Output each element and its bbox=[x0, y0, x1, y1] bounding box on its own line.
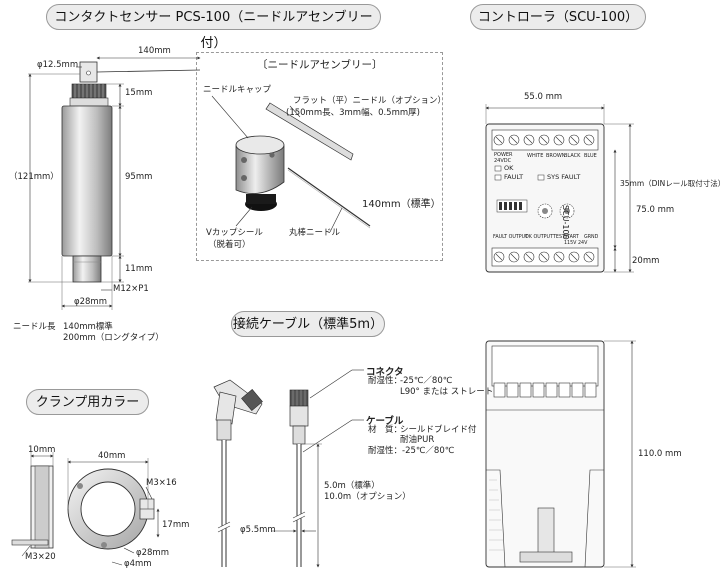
controller-height-110: 110.0 mm bbox=[638, 449, 682, 459]
clamp-section-title: クランプ用カラー bbox=[26, 389, 149, 415]
controller-side-drawing bbox=[485, 340, 636, 568]
clamp-dia-28: φ28mm bbox=[136, 548, 169, 558]
panel-fault: FAULT bbox=[504, 173, 524, 181]
panel-start-v: 115V 24V bbox=[564, 241, 588, 246]
connector-types: L90° または ストレート bbox=[400, 387, 494, 397]
cable-material-value2: 耐油PUR bbox=[400, 435, 435, 445]
panel-brown: BROWN bbox=[546, 153, 566, 159]
controller-section-title: コントローラ（SCU-100） bbox=[470, 4, 646, 30]
panel-black: BLACK bbox=[564, 153, 581, 159]
clamp-dim-40: 40mm bbox=[98, 451, 126, 461]
clamp-dim-10: 10mm bbox=[28, 445, 56, 455]
sensor-thread: M12×P1 bbox=[113, 284, 149, 294]
sensor-dia-top: φ12.5mm bbox=[37, 60, 79, 70]
v-cup-note: （脱着可） bbox=[208, 240, 251, 250]
connector-heat-value: -25℃／80℃ bbox=[400, 376, 453, 386]
needle-140-std: 140mm（標準） bbox=[362, 199, 441, 210]
sensor-drawing bbox=[28, 56, 201, 310]
clamp-drawing bbox=[11, 452, 160, 566]
panel-white: WHITE bbox=[527, 153, 544, 159]
sensor-dim-95: 95mm bbox=[125, 172, 153, 182]
technical-drawing bbox=[11, 56, 636, 568]
controller-din-dim: 35mm（DINレール取付寸法） bbox=[620, 179, 725, 188]
cable-length-opt: 10.0m（オプション） bbox=[324, 492, 411, 502]
sensor-section-title: コンタクトセンサー PCS-100（ニードルアセンブリー付） bbox=[46, 4, 381, 51]
cable-section-title: 接続ケーブル（標準5m） bbox=[231, 311, 385, 337]
needle-cap-label: ニードルキャップ bbox=[203, 85, 272, 95]
cable-title: ケーブル bbox=[366, 416, 404, 427]
flat-needle-label: フラット（平）ニードル（オプション） bbox=[293, 96, 447, 106]
needle-assembly-title: 〔ニードルアセンブリー〕 bbox=[257, 59, 383, 71]
controller-height-75: 75.0 mm bbox=[636, 205, 675, 215]
v-cup-label: Vカップシール bbox=[206, 228, 263, 238]
cable-diameter: φ5.5mm bbox=[240, 525, 276, 535]
cable-length-std: 5.0m（標準） bbox=[324, 481, 380, 491]
panel-fault-output: FAULT OUTPUT bbox=[493, 235, 529, 240]
clamp-screw-m3x16: M3×16 bbox=[146, 478, 177, 488]
connector-title: コネクタ bbox=[366, 367, 404, 378]
controller-front-drawing bbox=[485, 104, 634, 273]
panel-blue: BLUE bbox=[584, 153, 597, 159]
needle-len-label: ニードル長 bbox=[13, 322, 56, 332]
clamp-screw-m3x20: M3×20 bbox=[25, 552, 56, 562]
clamp-dim-17: 17mm bbox=[162, 520, 190, 530]
panel-ok-output: OK OUTPUT bbox=[525, 235, 553, 240]
cable-material-value: シールドブレイド付 bbox=[400, 425, 477, 435]
controller-dim-20: 20mm bbox=[632, 256, 660, 266]
needle-assembly-box bbox=[196, 52, 443, 261]
connector-heat-label: 耐湿性： bbox=[368, 376, 403, 386]
needle-len-long: 200mm（ロングタイプ） bbox=[63, 333, 164, 343]
cable-material-label: 材 質： bbox=[368, 425, 403, 435]
flat-needle-size: (150mm長、3mm幅、0.5mm厚) bbox=[286, 108, 420, 118]
panel-ok: OK bbox=[504, 164, 514, 172]
sensor-dim-15: 15mm bbox=[125, 88, 153, 98]
sensor-len-140: 140mm bbox=[138, 46, 171, 56]
panel-power-v: 24VDC bbox=[494, 158, 512, 164]
cable-drawing bbox=[213, 369, 364, 568]
needle-assembly-drawing bbox=[211, 95, 371, 233]
panel-power: POWER bbox=[494, 152, 513, 158]
needle-len-std: 140mm標準 bbox=[63, 322, 113, 332]
panel-test: TEST bbox=[553, 235, 565, 240]
controller-width: 55.0 mm bbox=[524, 92, 563, 102]
clamp-dia-4: φ4mm bbox=[124, 559, 152, 569]
sensor-dia-body: φ28mm bbox=[74, 297, 107, 307]
panel-ground: GRND bbox=[584, 235, 599, 240]
panel-start: START bbox=[564, 235, 579, 240]
panel-sys-fault: SYS FAULT bbox=[547, 173, 581, 181]
cable-heat: 耐湿性：-25℃／80℃ bbox=[368, 446, 455, 456]
sensor-dim-11: 11mm bbox=[125, 264, 153, 274]
sensor-dim-121: （121mm） bbox=[9, 172, 59, 182]
round-needle-label: 丸棒ニードル bbox=[289, 228, 341, 238]
